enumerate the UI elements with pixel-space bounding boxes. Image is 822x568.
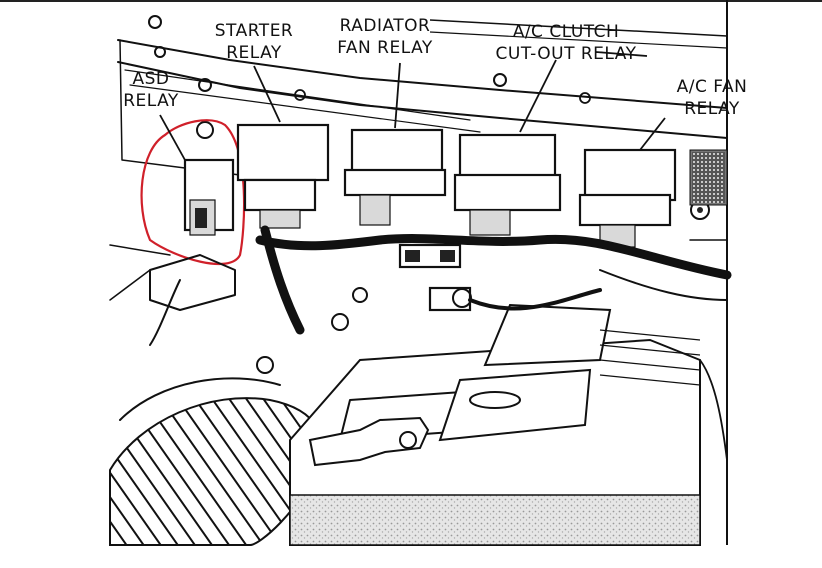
- label-starter-relay-line2: RELAY: [226, 43, 282, 63]
- label-ac-fan-relay-line1: A/C FAN: [677, 77, 748, 97]
- top-border-line: [0, 0, 822, 2]
- leader-lines: [159, 51, 666, 161]
- left-bracket: [109, 244, 236, 311]
- asd-highlight-circle: [140, 119, 246, 265]
- asd-relay: [183, 121, 235, 236]
- center-connector: [256, 286, 602, 374]
- label-radiator-fan-relay-line2: FAN RELAY: [337, 38, 433, 58]
- wiring-harness: [149, 225, 732, 346]
- relay-mounting-bracket: [117, 19, 728, 176]
- ac-clutch-cutout-relay: [453, 133, 562, 236]
- insulation-pad: [689, 149, 728, 206]
- right-body-lines: [689, 239, 728, 461]
- label-starter-relay-line1: STARTER: [215, 21, 294, 41]
- ac-fan-relay: [578, 148, 677, 248]
- label-ac-fan-relay-line2: RELAY: [684, 99, 740, 119]
- label-radiator-fan-relay-line1: RADIATOR: [340, 16, 431, 36]
- mounting-bolts: [148, 15, 710, 220]
- label-ac-clutch-relay-line2: CUT-OUT RELAY: [496, 44, 637, 64]
- radiator-fan-relay: [343, 128, 447, 226]
- starter-relay: [236, 123, 330, 229]
- battery-housing: [289, 303, 701, 546]
- label-asd-relay-line2: RELAY: [123, 91, 179, 111]
- label-asd-relay-line1: ASD: [132, 69, 169, 89]
- label-ac-clutch-relay-line1: A/C CLUTCH: [513, 22, 620, 42]
